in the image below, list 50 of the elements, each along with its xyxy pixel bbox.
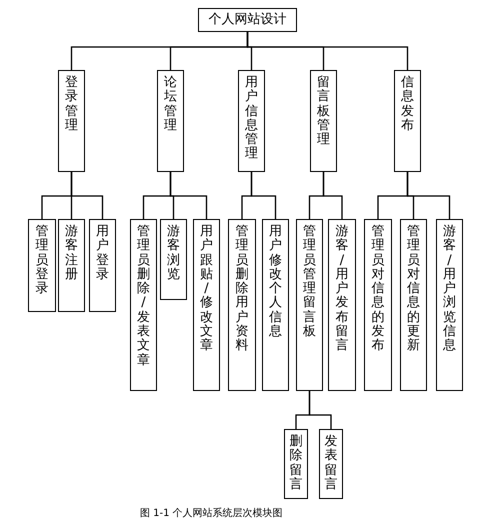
module-label: 管理员对信息的更新 [407,225,420,354]
module-box [58,219,85,312]
module-box [394,70,421,172]
module-label: 留言板管理 [317,76,330,148]
module-box [284,429,308,499]
module-label: 删除留言 [290,435,302,492]
module-label: 论坛管理 [164,76,177,134]
module-label: 游客/用户浏览信息 [443,225,456,354]
module-box [58,70,85,172]
module-box [262,219,289,391]
module-label: 游客浏览 [167,225,180,282]
module-label: 用户修改个人信息 [269,225,282,340]
module-label: 管理员删除/发表文章 [137,225,150,368]
connector-line [308,391,332,429]
module-label: 信息发布 [401,76,414,134]
connector-line [250,172,276,219]
module-box [436,219,463,391]
module-label: 用户跟贴/修改文章 [200,225,213,354]
figure-caption: 图 1-1 个人网站系统层次模块图 [140,507,283,520]
module-label: 登录管理 [65,76,78,134]
module-box [400,219,427,391]
module-label: 管理员对信息的发布 [372,225,384,354]
module-box [28,219,56,312]
module-box [310,70,337,172]
module-box [198,8,297,32]
connector-line [406,172,450,219]
module-box [328,219,356,391]
module-box [130,219,157,391]
module-box [228,219,256,391]
module-box [160,219,187,300]
module-box [157,70,184,172]
module-label: 管理员删除用户资料 [236,225,248,354]
module-box [89,219,116,312]
connector-line [322,172,343,219]
module-box [296,219,323,391]
module-box [319,429,343,499]
connector-line [246,32,408,70]
module-label: 个人网站设计 [208,11,286,29]
module-box [364,219,392,391]
connector-line [170,172,208,219]
module-label: 用户信息管理 [245,76,258,162]
module-box [238,70,265,172]
module-label: 管理员登录 [36,225,48,296]
module-label: 游客/用户发布留言 [336,225,348,354]
module-label: 管理员管理留言板 [303,225,316,340]
module-label: 游客注册 [65,225,78,282]
module-box [193,219,220,391]
module-label: 用户登录 [96,225,109,282]
connector-line [70,172,104,219]
module-label: 发表留言 [324,435,338,492]
